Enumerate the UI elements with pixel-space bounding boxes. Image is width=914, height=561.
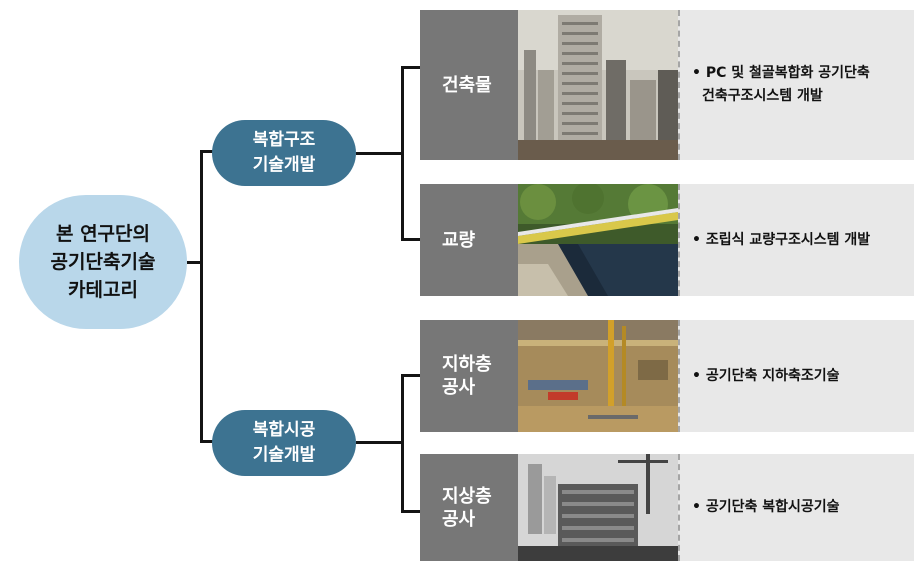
bridge-over-river-photo: [518, 184, 678, 296]
connector-branch-1-trunk: [401, 66, 404, 240]
connector-row-2: [401, 238, 420, 241]
connector-branch-1-stub: [356, 152, 402, 155]
connector-root-trunk: [200, 150, 203, 442]
branch-2-line-2: 기술개발: [252, 445, 316, 465]
branch-node-composite-construction: 복합시공 기술개발: [212, 410, 356, 476]
aboveground-construction-photo: [518, 454, 678, 561]
connector-root-stub: [187, 261, 201, 264]
branch-node-composite-structure: 복합구조 기술개발: [212, 120, 356, 186]
row-label: 지하층 공사: [420, 320, 518, 432]
branch-1-line-1: 복합구조: [252, 130, 316, 150]
connector-row-4: [401, 510, 420, 513]
row-label-line-1: 지하층: [442, 354, 492, 375]
root-category-node: 본 연구단의 공기단축기술 카테고리: [19, 195, 187, 329]
row-desc-line-2: 건축구조시스템 개발: [702, 88, 823, 104]
row-desc-line-1: • PC 및 철골복합화 공기단축: [692, 65, 870, 81]
branch-1-line-2: 기술개발: [252, 155, 316, 175]
connector-branch-2-trunk: [401, 374, 404, 512]
connector-branch-2-stub: [356, 441, 402, 444]
row-label: 건축물: [420, 10, 518, 160]
root-line-2: 공기단축기술: [50, 251, 156, 273]
connector-to-branch-2: [200, 440, 214, 443]
category-row-building: 건축물 • PC 및 철골복합화 공기단축 건축구조시스템: [420, 10, 914, 160]
row-description: • 공기단축 복합시공기술: [678, 454, 914, 561]
row-desc-line-1: • 공기단축 복합시공기술: [692, 499, 840, 515]
row-label: 지상층 공사: [420, 454, 518, 561]
root-line-3: 카테고리: [68, 279, 138, 301]
row-label-line: 건축물: [442, 74, 492, 96]
row-desc-line-1: • 조립식 교량구조시스템 개발: [692, 231, 871, 248]
connector-row-1: [401, 66, 420, 69]
underground-excavation-site-photo: [518, 320, 678, 432]
row-label: 교량: [420, 184, 518, 296]
category-row-aboveground: 지상층 공사 • 공기단축 복합시공기술: [420, 454, 914, 561]
connector-row-3: [401, 374, 420, 377]
branch-2-line-1: 복합시공: [252, 420, 316, 440]
root-line-1: 본 연구단의: [55, 223, 150, 245]
category-row-underground: 지하층 공사 • 공기단축 지하축조기술: [420, 320, 914, 432]
row-label-line: 교량: [442, 229, 476, 251]
row-label-line-1: 지상층: [442, 485, 492, 507]
category-row-bridge: 교량 • 조립식 교량구조시스템 개발: [420, 184, 914, 296]
row-desc-line-1: • 공기단축 지하축조기술: [692, 367, 840, 384]
row-description: • PC 및 철골복합화 공기단축 건축구조시스템 개발: [678, 10, 914, 160]
row-description: • 공기단축 지하축조기술: [678, 320, 914, 432]
row-description: • 조립식 교량구조시스템 개발: [678, 184, 914, 296]
highrise-building-photo: [518, 10, 678, 160]
connector-to-branch-1: [200, 150, 214, 153]
row-label-line-2: 공사: [442, 377, 476, 398]
row-label-line-2: 공사: [442, 508, 476, 530]
